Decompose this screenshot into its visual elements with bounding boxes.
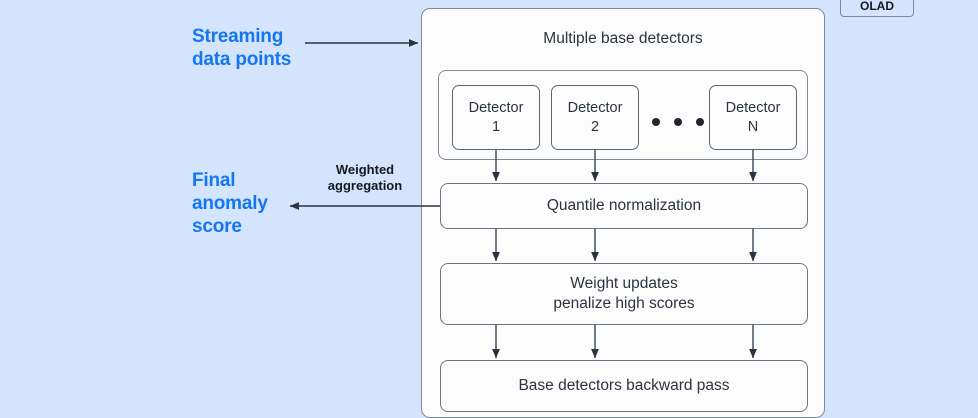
quantile-normalization-box: Quantile normalization <box>440 183 808 229</box>
ellipsis-dots-icon <box>652 118 704 126</box>
detector-index-n: N <box>747 118 759 135</box>
dot-1 <box>652 118 660 126</box>
detector-name-2: Detector <box>567 100 623 117</box>
dot-2 <box>674 118 682 126</box>
detector-box-2: Detector 2 <box>551 85 639 150</box>
detector-name-1: Detector <box>468 100 524 117</box>
detector-index-2: 2 <box>590 118 600 135</box>
detector-box-n: Detector N <box>709 85 797 150</box>
diagram-canvas: Streaming data points Final anomaly scor… <box>192 0 914 418</box>
detector-name-n: Detector <box>725 100 781 117</box>
detector-box-1: Detector 1 <box>452 85 540 150</box>
base-detectors-backward-pass-box: Base detectors backward pass <box>440 360 808 412</box>
dot-3 <box>696 118 704 126</box>
detector-index-1: 1 <box>491 118 501 135</box>
weighted-aggregation-label: Weighted aggregation <box>327 162 403 194</box>
streaming-data-points-label: Streaming data points <box>192 26 292 70</box>
multiple-base-detectors-title: Multiple base detectors <box>543 30 703 47</box>
framework-title-tab: OLAD <box>840 0 914 17</box>
final-anomaly-score-label: Final anomaly score <box>192 170 268 237</box>
weight-updates-box: Weight updates penalize high scores <box>440 263 808 325</box>
